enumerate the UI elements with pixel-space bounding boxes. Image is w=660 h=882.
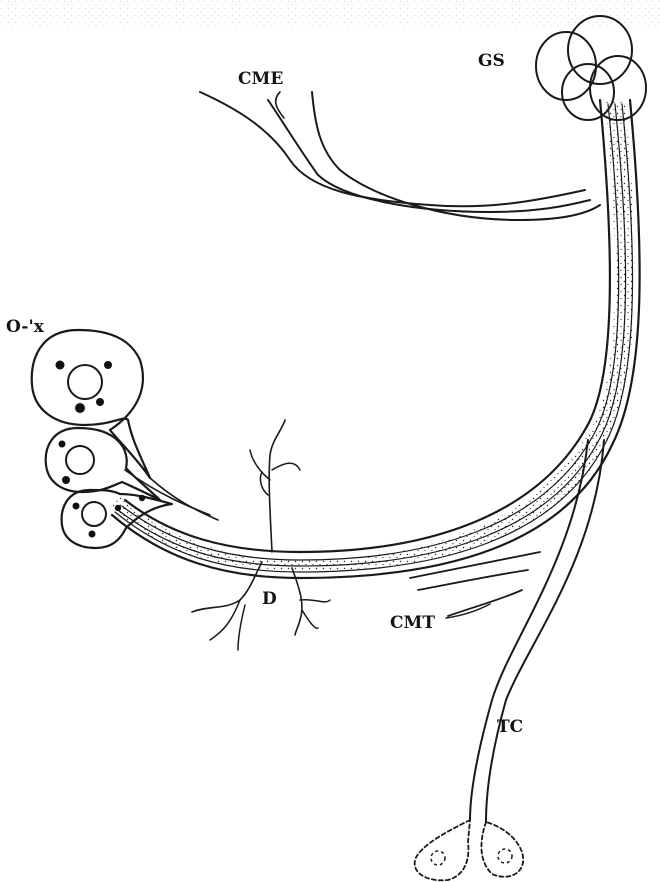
label-ox: O-'x xyxy=(6,317,45,337)
label-cme: CME xyxy=(238,69,283,89)
cmt-leader-line xyxy=(446,604,490,618)
label-cmt: CMT xyxy=(390,613,435,633)
label-d: D xyxy=(262,589,277,609)
cmt-fibers xyxy=(410,552,540,616)
label-gs: GS xyxy=(478,51,505,71)
scan-noise xyxy=(0,0,660,28)
d-dendrites xyxy=(192,420,330,650)
label-tc: TC xyxy=(497,717,523,737)
tc-terminal-endings xyxy=(415,820,524,880)
cme-fibers xyxy=(200,92,600,220)
